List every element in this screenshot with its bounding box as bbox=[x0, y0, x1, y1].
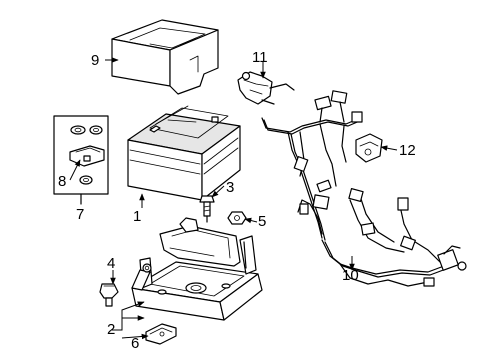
callout-6: 6 bbox=[131, 335, 139, 352]
callout-7: 7 bbox=[76, 206, 84, 223]
callout-1: 1 bbox=[133, 208, 141, 225]
callout-10: 10 bbox=[342, 267, 359, 284]
callout-3: 3 bbox=[226, 179, 234, 196]
nut-5 bbox=[227, 211, 247, 225]
battery-cover bbox=[111, 19, 219, 95]
bracket-12 bbox=[355, 133, 383, 163]
callout-9: 9 bbox=[91, 52, 99, 69]
wiring-harness bbox=[261, 90, 467, 287]
terminal-detail-box bbox=[53, 115, 109, 205]
clip-6 bbox=[145, 323, 177, 345]
callout-5: 5 bbox=[258, 213, 266, 230]
callout-12: 12 bbox=[399, 142, 416, 159]
callout-11: 11 bbox=[252, 49, 268, 66]
callout-2: 2 bbox=[107, 321, 115, 338]
battery-tray bbox=[131, 217, 263, 321]
battery bbox=[127, 105, 241, 201]
callouts: 9 11 1 3 5 4 2 6 8 7 12 10 bbox=[58, 49, 416, 352]
bolt-3 bbox=[199, 195, 215, 223]
callout-8: 8 bbox=[58, 173, 66, 190]
terminal-cover bbox=[69, 125, 105, 185]
callout-4: 4 bbox=[107, 255, 115, 272]
leader-lines bbox=[69, 57, 398, 340]
bolt-4 bbox=[99, 283, 119, 307]
battery-sensor bbox=[237, 71, 295, 105]
